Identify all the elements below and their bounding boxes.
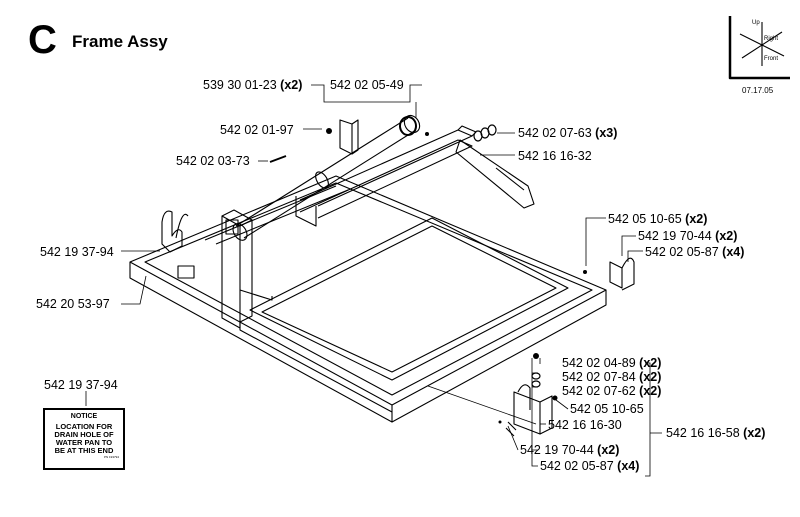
notice-footer: PN 193794 [103,455,119,459]
left-clamp [161,210,189,253]
leader-drain [427,385,537,425]
notice-line-2: DRAIN HOLE OF [54,430,114,439]
orientation-up-label: Up [752,20,760,26]
bolt-shaft [269,155,287,163]
screw-part-right [583,270,587,274]
orientation-front-label: Front [764,56,779,62]
part-label-542-02-03-73: 542 02 03-73 [176,154,250,168]
part-label-539-30-01-23: 539 30 01-23 (x2) [203,78,303,92]
part-label-542-02-07-62: 542 02 07-62 (x2) [562,384,662,398]
notice-line-1: LOCATION FOR [55,422,113,431]
part-label-542-02-05-87-bottom: 542 02 05-87 (x4) [540,459,640,473]
part-label-542-02-05-49: 542 02 05-49 [330,78,404,92]
diagram-date: 07.17.05 [742,86,774,95]
nut-part [326,128,332,134]
page-title: Frame Assy [72,32,168,51]
leader-l16 [555,399,569,410]
part-label-542-16-16-32: 542 16 16-32 [518,149,592,163]
upper-rails [295,125,477,227]
leader-l07 [585,217,606,266]
part-label-542-05-10-65-x2: 542 05 10-65 (x2) [608,212,708,226]
part-label-542-19-37-94: 542 19 37-94 [40,245,114,259]
part-label-542-16-16-58: 542 16 16-58 (x2) [666,426,766,440]
right-bracket [609,257,635,291]
notice-text: LOCATION FOR DRAIN HOLE OF WATER PAN TO … [45,423,123,455]
part-label-542-02-05-87-top: 542 02 05-87 (x4) [645,245,745,259]
part-label-542-02-04-89: 542 02 04-89 (x2) [562,356,662,370]
pin-part [498,420,502,424]
notice-line-3: WATER PAN TO [55,438,113,447]
leader-bracket-bottom [531,358,538,467]
slotted-arm [455,139,535,209]
hardware-parts [326,128,587,424]
part-label-542-02-07-63: 542 02 07-63 (x3) [518,126,618,140]
washer-stack-1 [531,372,541,380]
part-label-542-19-70-44-top: 542 19 70-44 (x2) [638,229,738,243]
vertical-post [221,209,273,329]
bolt-part [533,353,539,359]
leader-lines [85,84,662,477]
drain-marker [177,265,195,279]
part-label-542-19-70-44-bottom: 542 19 70-44 (x2) [520,443,620,457]
part-label-notice-542-19-37-94: 542 19 37-94 [44,378,118,392]
part-label-542-16-16-30: 542 16 16-30 [548,418,622,432]
notice-label: NOTICE LOCATION FOR DRAIN HOLE OF WATER … [43,408,125,470]
frame-linework [129,16,790,437]
main-frame [129,175,607,423]
leader-l10 [627,250,643,262]
leader-l19 [507,425,519,451]
screw-part [425,132,429,136]
roller-tube [232,114,421,241]
washers [269,116,541,388]
bearing-part [399,116,417,136]
washer-stack-2 [531,380,541,388]
leader-bracket-right [645,362,662,477]
part-label-542-20-53-97: 542 20 53-97 [36,297,110,311]
notice-title: NOTICE [70,413,98,420]
section-letter: C [28,18,57,62]
lower-bracket [505,384,553,437]
notice-line-4: BE AT THIS END [54,446,114,455]
orientation-box [728,16,790,80]
orientation-right-label: Right [764,36,779,42]
leader-l08 [621,235,636,256]
part-label-542-05-10-65: 542 05 10-65 [570,402,644,416]
leader-l11 [121,275,147,305]
part-label-542-02-07-84: 542 02 07-84 (x2) [562,370,662,384]
upper-bracket [339,119,359,155]
part-label-542-02-01-97: 542 02 01-97 [220,123,294,137]
orientation-axes-icon [739,22,785,66]
washer-part [552,395,558,401]
washer-3 [487,124,497,136]
leader-bracket-top [311,84,422,118]
